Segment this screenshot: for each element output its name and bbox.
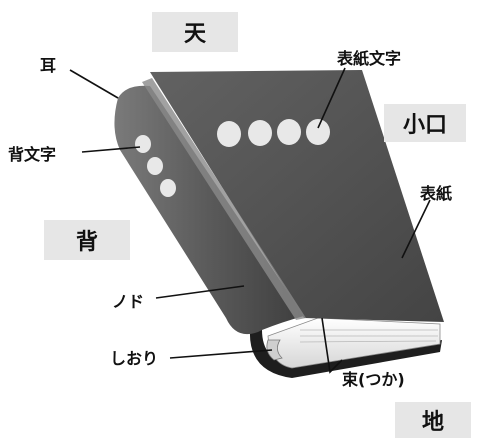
leader-hyoushi: [401, 199, 431, 259]
cover-dot-2: [248, 120, 272, 146]
cover-dot-1: [217, 121, 241, 147]
region-chi: 地: [395, 402, 471, 438]
leader-hyoushi-moji: [317, 67, 346, 129]
spine-dot-2: [147, 157, 163, 175]
label-tsuka: 束(つか): [342, 370, 405, 389]
region-se: 背: [44, 220, 130, 260]
leader-nodo: [155, 285, 245, 299]
label-hyoushi-moji: 表紙文字: [337, 49, 402, 68]
region-koguchi: 小口: [384, 104, 466, 142]
leader-tsuka: [321, 317, 343, 374]
label-hyoushi: 表紙: [420, 184, 453, 203]
spine-dot-1: [135, 135, 151, 153]
leader-lines: [69, 67, 431, 374]
cover-dot-3: [277, 119, 301, 145]
joint-highlight: [142, 78, 306, 320]
leader-mimi: [69, 69, 119, 99]
label-nodo: ノド: [112, 292, 145, 311]
label-mimi: 耳: [40, 56, 57, 75]
label-shiori: しおり: [110, 349, 159, 368]
bookmark-ribbon: [266, 339, 283, 361]
spine: [114, 85, 304, 335]
leader-se-moji: [81, 146, 141, 153]
leader-shiori: [169, 349, 273, 359]
region-ten: 天: [152, 12, 238, 52]
spine-dot-3: [160, 179, 176, 197]
label-se-moji: 背文字: [8, 145, 57, 164]
cover-dot-4: [306, 119, 330, 145]
